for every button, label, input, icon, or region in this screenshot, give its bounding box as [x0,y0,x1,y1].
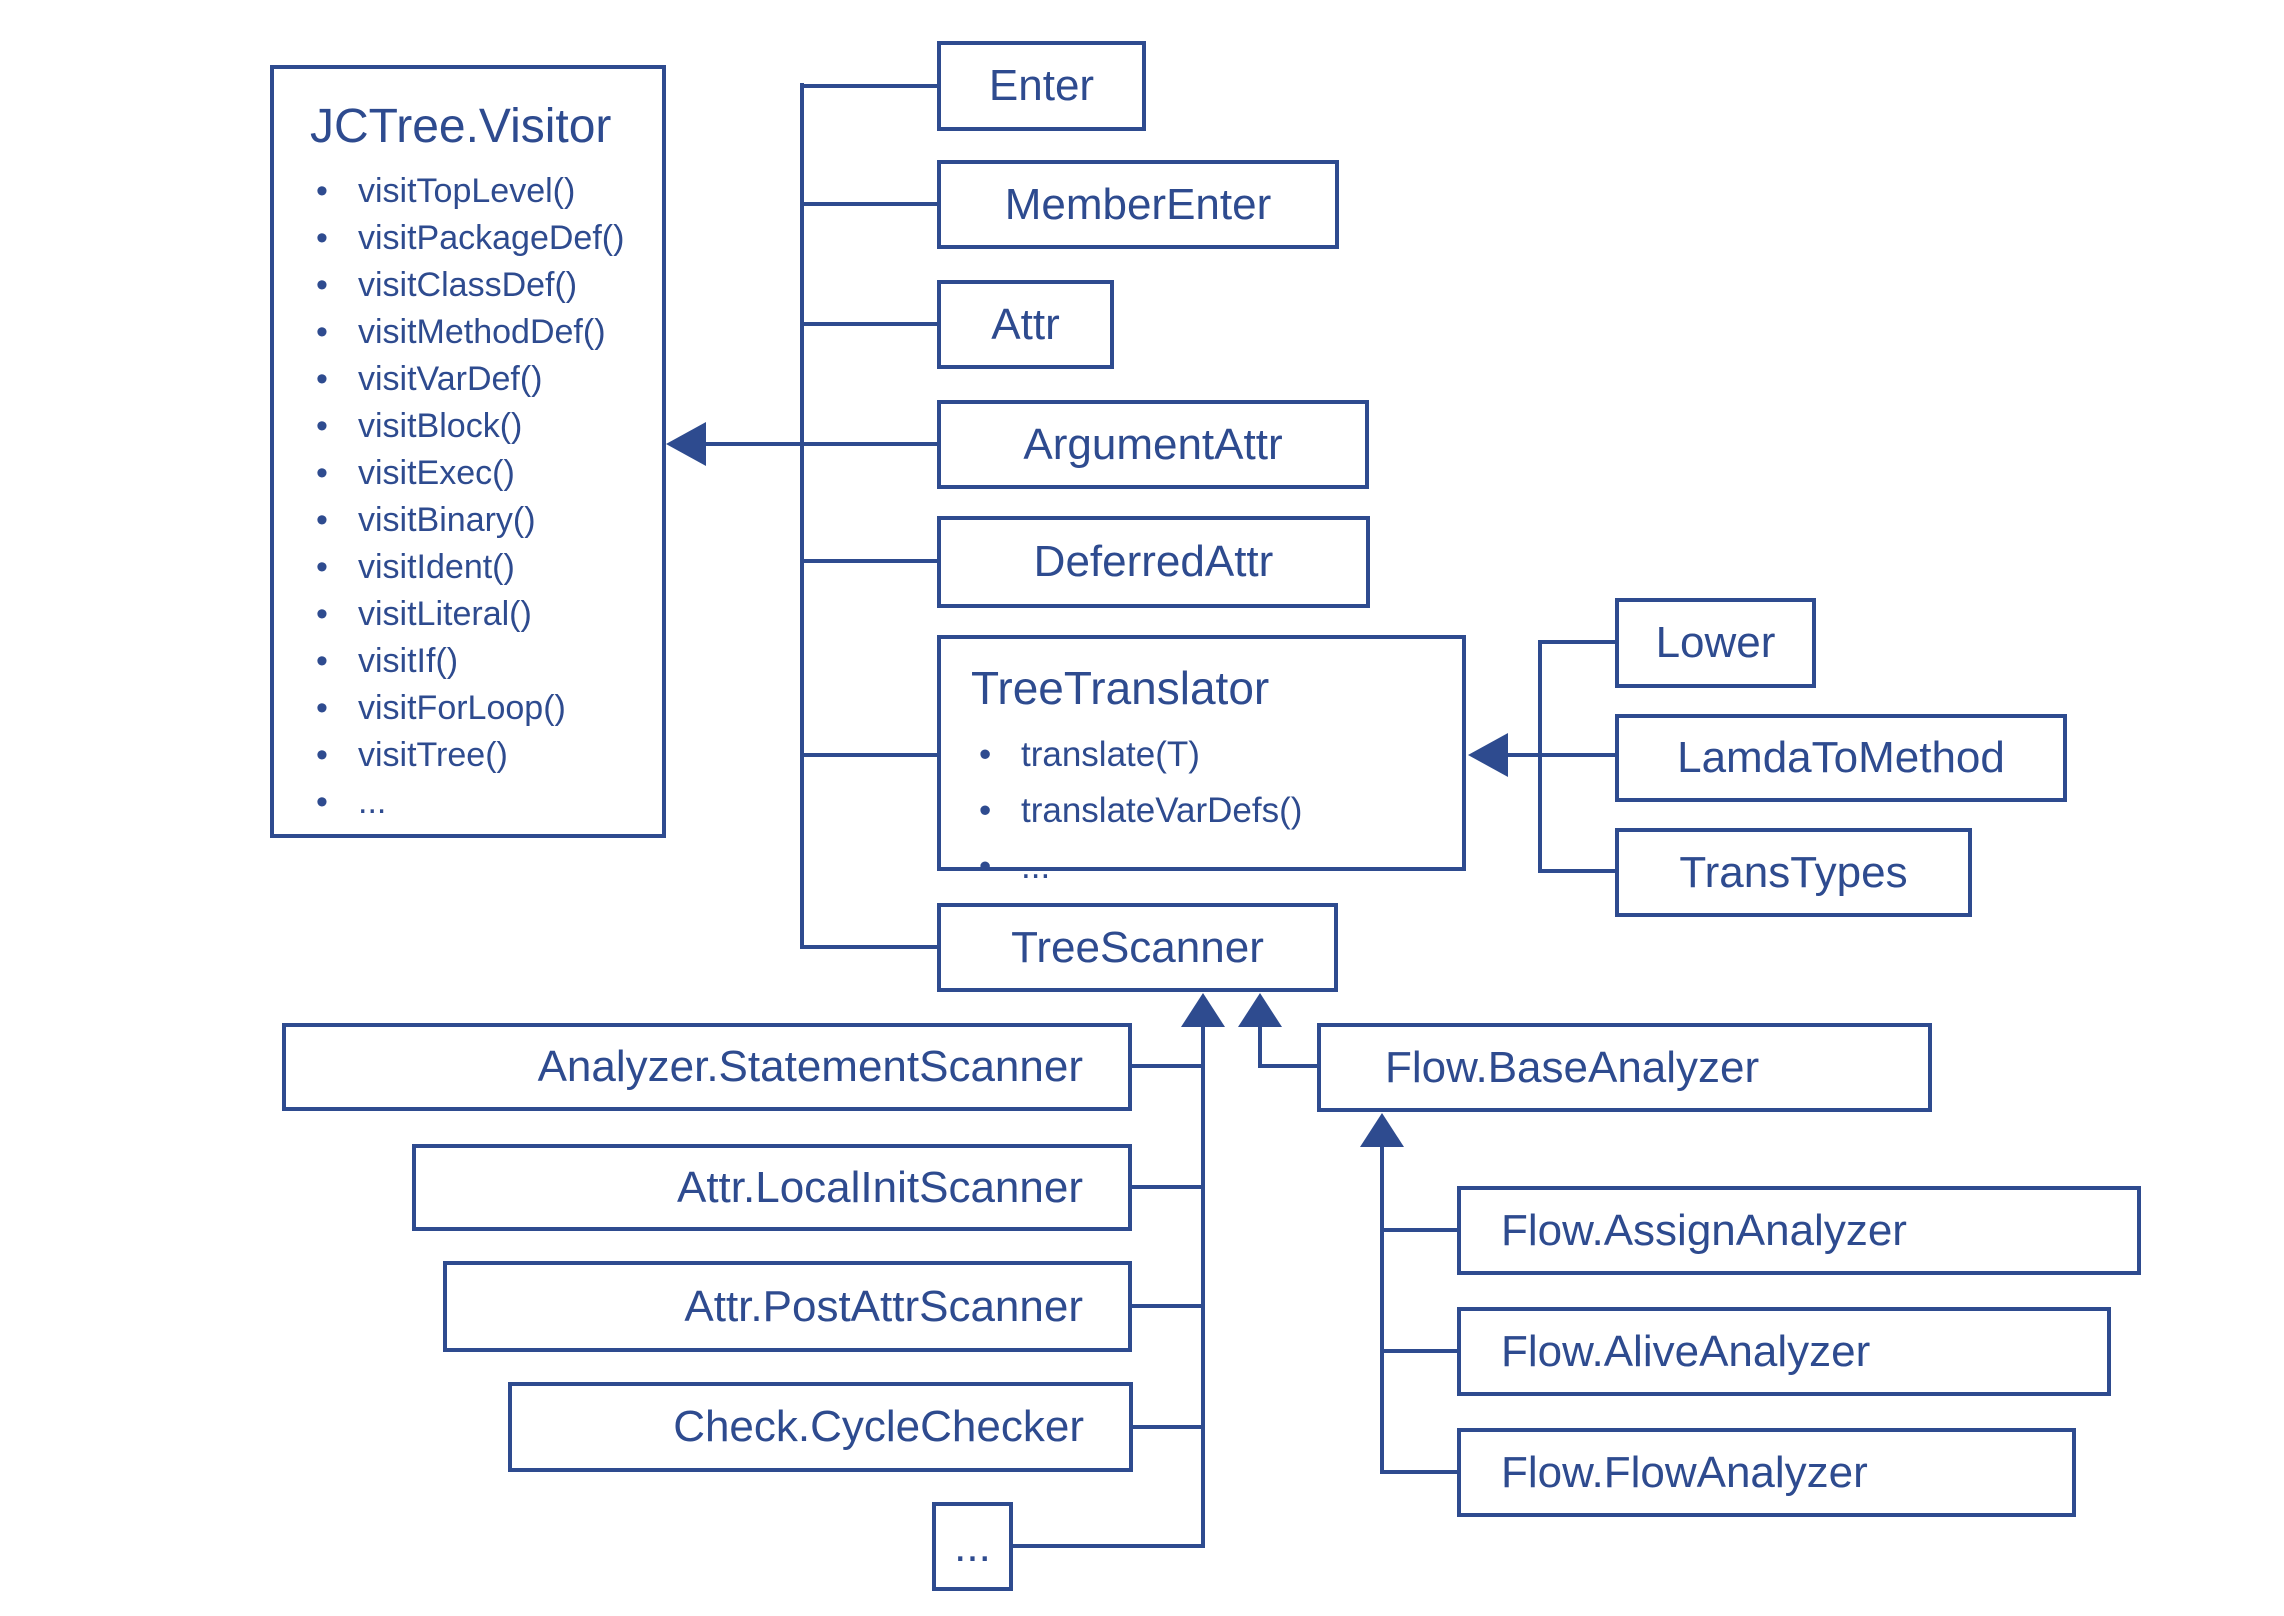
class-title-tree-translator: TreeTranslator [971,662,1270,714]
visitor-method: visitVarDef() [312,356,662,403]
visitor-method: visitIdent() [312,544,662,591]
class-box-attr: Attr [937,280,1114,369]
translator-method-list: translate(T) translateVarDefs() ... [975,727,1462,895]
arrowhead-to-jctree-visitor [666,422,706,466]
arrowhead-to-tree-scanner-left [1181,993,1225,1027]
class-box-trans-types: TransTypes [1615,828,1972,917]
visitor-method: visitBlock() [312,403,662,450]
connector-stub-tree-translator [800,753,937,757]
class-box-flow-base-analyzer: Flow.BaseAnalyzer [1317,1023,1932,1112]
visitor-method: visitExec() [312,450,662,497]
connector-stub-statement-scanner [1131,1064,1203,1068]
class-box-flow-assign-analyzer: Flow.AssignAnalyzer [1457,1186,2141,1275]
translator-method: translate(T) [975,727,1462,783]
connector-stub-tree-scanner [800,945,937,949]
connector-stub-flow-flow [1380,1470,1459,1474]
connector-stub-flow-assign [1380,1228,1459,1232]
class-box-member-enter: MemberEnter [937,160,1339,249]
translator-method: translateVarDefs() [975,783,1462,839]
class-box-more-scanners: ... [932,1502,1013,1591]
connector-stub-member-enter [800,202,937,206]
visitor-method-list: visitTopLevel() visitPackageDef() visitC… [312,168,662,826]
visitor-method: ... [312,779,662,826]
visitor-method: visitPackageDef() [312,215,662,262]
connector-arrow-line-visitor [700,442,937,446]
connector-arrow-line-translator [1502,753,1615,757]
class-box-deferred-attr: DeferredAttr [937,516,1370,608]
connector-stub-more-scanners [1012,1544,1203,1548]
class-box-local-init-scanner: Attr.LocalInitScanner [412,1144,1132,1231]
arrowhead-to-flow-base [1360,1113,1404,1147]
class-title-jctree-visitor: JCTree.Visitor [310,100,612,153]
class-box-flow-flow-analyzer: Flow.FlowAnalyzer [1457,1428,2076,1517]
class-box-lamda-to-method: LamdaToMethod [1615,714,2067,802]
connector-scanner-left-spine [1201,1022,1205,1548]
class-box-enter: Enter [937,41,1146,131]
class-box-statement-scanner: Analyzer.StatementScanner [282,1023,1132,1111]
connector-stub-lower [1538,640,1615,644]
connector-stub-enter [800,84,937,88]
class-box-jctree-visitor: JCTree.Visitor visitTopLevel() visitPack… [270,65,666,838]
connector-stub-flow-alive [1380,1349,1459,1353]
connector-main-spine [800,83,804,949]
arrowhead-to-tree-scanner-right [1238,993,1282,1027]
connector-stub-attr [800,322,937,326]
connector-stub-trans-types [1538,869,1615,873]
class-box-post-attr-scanner: Attr.PostAttrScanner [443,1261,1132,1352]
class-box-tree-scanner: TreeScanner [937,903,1338,992]
class-box-flow-alive-analyzer: Flow.AliveAnalyzer [1457,1307,2111,1396]
visitor-method: visitLiteral() [312,591,662,638]
visitor-method: visitIf() [312,638,662,685]
class-box-lower: Lower [1615,598,1816,688]
class-box-argument-attr: ArgumentAttr [937,400,1369,489]
connector-flow-base-link [1258,1064,1319,1068]
visitor-method: visitClassDef() [312,262,662,309]
arrowhead-to-tree-translator [1468,733,1508,777]
visitor-method: visitForLoop() [312,685,662,732]
connector-stub-deferred-attr [800,559,937,563]
class-box-cycle-checker: Check.CycleChecker [508,1382,1133,1472]
class-box-tree-translator: TreeTranslator translate(T) translateVar… [937,635,1466,895]
translator-method: ... [975,839,1462,895]
connector-stub-post-attr-scanner [1131,1304,1203,1308]
connector-stub-cycle-checker [1132,1425,1203,1429]
visitor-method: visitTopLevel() [312,168,662,215]
connector-stub-local-init-scanner [1131,1185,1203,1189]
connector-flow-base-riser [1258,1022,1262,1068]
visitor-method: visitMethodDef() [312,309,662,356]
visitor-method: visitTree() [312,732,662,779]
connector-flow-spine [1380,1145,1384,1474]
visitor-method: visitBinary() [312,497,662,544]
